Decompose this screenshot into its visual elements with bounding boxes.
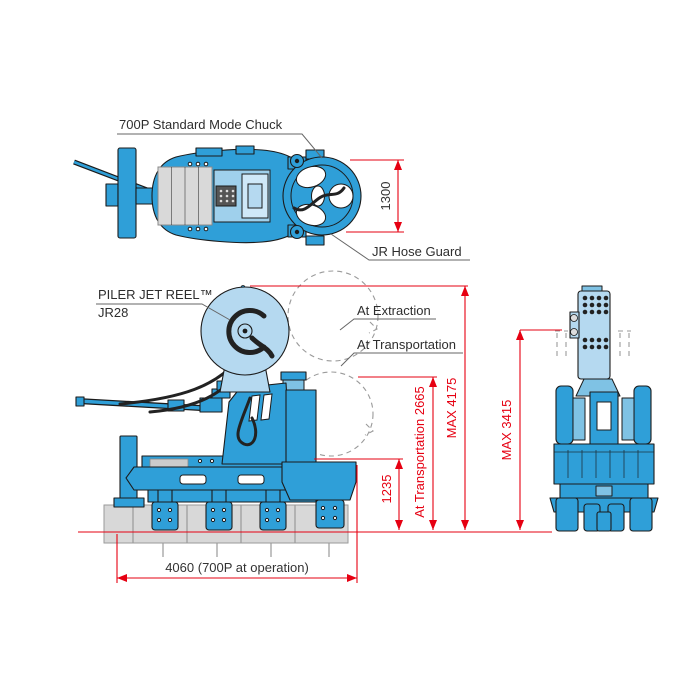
chuck-label: 700P Standard Mode Chuck [119, 117, 283, 132]
power-unit-cap [247, 183, 263, 209]
mast-front [555, 385, 652, 445]
leg-foot [315, 499, 345, 529]
leg-tower [285, 389, 317, 469]
body-top-tab [195, 147, 223, 157]
clamp-bolts [156, 507, 281, 523]
extraction-label: At Extraction [357, 303, 431, 318]
dim-max4175-text: MAX 4175 [444, 378, 459, 439]
reel-hose-tail [249, 335, 275, 359]
hose-guard-label: JR Hose Guard [372, 244, 462, 259]
reel-hose-coil [226, 308, 267, 355]
reel-model-label: JR28 [98, 305, 128, 320]
reel-name-label: PILER JET REEL™ [98, 287, 213, 302]
hose-guard-leader [330, 233, 470, 261]
transportation-leader [340, 352, 463, 367]
chuck-ring-top [282, 149, 362, 246]
extraction-hook-mark [368, 321, 378, 334]
body-top-tab2 [235, 145, 255, 155]
chuck-position-extraction [287, 270, 379, 362]
leg-unit-body [281, 461, 357, 501]
coil-dots-top [582, 295, 609, 315]
hitch-top [135, 187, 155, 205]
chuck-leader [117, 133, 323, 159]
jet-reel [200, 285, 290, 393]
base-front [549, 497, 659, 532]
chuck-hose [292, 186, 346, 212]
side-boom [75, 396, 223, 413]
deck-bolts [187, 161, 209, 232]
side-view [75, 270, 379, 557]
callout-labels: 700P Standard Mode Chuck JR Hose Guard P… [96, 117, 470, 367]
dim-2665-text: At Transportation 2665 [412, 386, 427, 518]
counterweight-tab [105, 183, 119, 207]
dimension-lines: 1300 MAX 4175 At Transportation 2665 123… [78, 159, 562, 583]
top-view [73, 145, 362, 246]
chuck-hole-upper [295, 165, 327, 189]
transportation-hook-mark [364, 423, 374, 436]
panel-dividers [171, 167, 199, 225]
extraction-leader [339, 318, 436, 331]
dim-1235-text: 1235 [379, 475, 394, 504]
counterweight-plate [117, 147, 137, 239]
chuck-position-transportation [288, 371, 374, 457]
transportation-label: At Transportation [357, 337, 456, 352]
reel-front [569, 285, 611, 380]
dim-1300-text: 1300 [378, 182, 393, 211]
dim-4060-text: 4060 (700P at operation) [165, 560, 309, 575]
radiator-dots [219, 189, 235, 203]
reel-swing-guides [555, 330, 631, 357]
body-front [553, 443, 655, 499]
chuck-hole-right [328, 183, 354, 209]
clamp-feet [151, 489, 287, 531]
coil-dots-mid [582, 337, 609, 350]
reel-leader [96, 303, 231, 321]
front-view [549, 285, 659, 532]
dim-max3415-text: MAX 3415 [499, 400, 514, 461]
